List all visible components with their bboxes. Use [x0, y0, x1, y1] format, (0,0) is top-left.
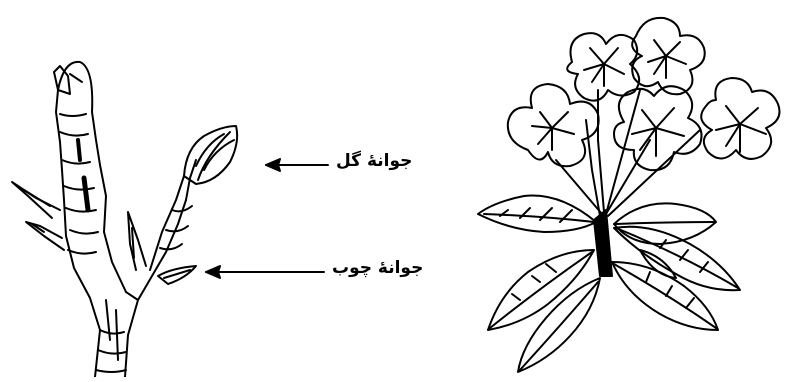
flower-3 [631, 16, 706, 96]
flower-1 [506, 83, 600, 168]
arrow-head-flower [265, 158, 281, 172]
arrow-head-wood [205, 265, 221, 279]
wood-bud-label: جوانهٔ چوب [332, 258, 424, 278]
central-stem [593, 209, 613, 277]
flower-2 [566, 32, 641, 102]
flower-cluster-illustration [477, 16, 781, 373]
leaves [477, 194, 741, 373]
branch-illustration [11, 60, 239, 378]
arrows [205, 158, 329, 279]
flower-bud-label: جوانهٔ گل [336, 151, 413, 171]
flower-5 [700, 77, 781, 160]
flower-4 [613, 85, 703, 172]
